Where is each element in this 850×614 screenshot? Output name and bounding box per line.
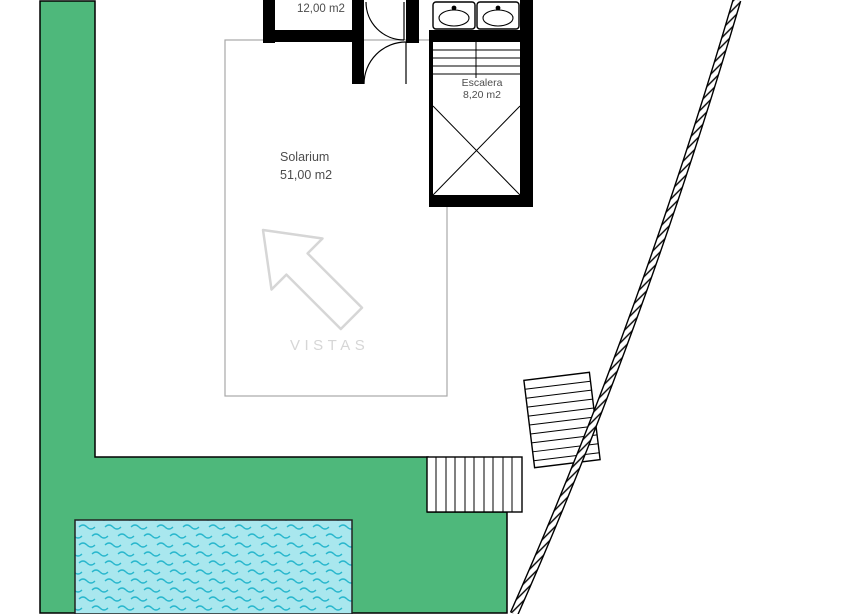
- room-area-label: 12,00 m2: [297, 3, 345, 15]
- faucet-dot: [495, 5, 501, 11]
- stair-wall-top: [429, 30, 533, 42]
- solarium-area-label: 51,00 m2: [280, 168, 333, 182]
- exterior-stair-upper: [523, 371, 601, 469]
- escalera-area-label: 8,20 m2: [463, 89, 501, 101]
- door-arc-lower: [363, 41, 407, 85]
- interior-staircase: [429, 0, 533, 207]
- swimming-pool: [74, 519, 353, 614]
- stair-wall-left: [429, 42, 433, 195]
- boundary-fence: [509, 0, 742, 614]
- wall-bathroom-left: [406, 0, 419, 43]
- sink-left: [432, 1, 476, 30]
- walls: [263, 0, 419, 84]
- wall-hall-right: [352, 0, 364, 84]
- doors: [363, 1, 407, 85]
- vistas-arrow: [261, 228, 364, 331]
- solarium-name-label: Solarium: [280, 150, 330, 164]
- pool-water-pattern: [74, 519, 353, 614]
- wall-room-bottom: [263, 30, 364, 42]
- vistas-watermark: VISTAS: [290, 337, 370, 354]
- escalera-label-group: Escalera 8,20 m2: [444, 77, 520, 101]
- faucet-dot: [451, 5, 457, 11]
- escalera-name-label: Escalera: [461, 77, 503, 89]
- stair-void-cross: [432, 105, 521, 196]
- exterior-stair-lower: [426, 456, 523, 513]
- bathroom-sinks: [432, 1, 520, 30]
- stair-wall-bottom: [429, 195, 533, 207]
- door-arc-upper: [365, 1, 405, 41]
- stair-wall-right: [520, 0, 533, 207]
- sink-right: [476, 1, 520, 30]
